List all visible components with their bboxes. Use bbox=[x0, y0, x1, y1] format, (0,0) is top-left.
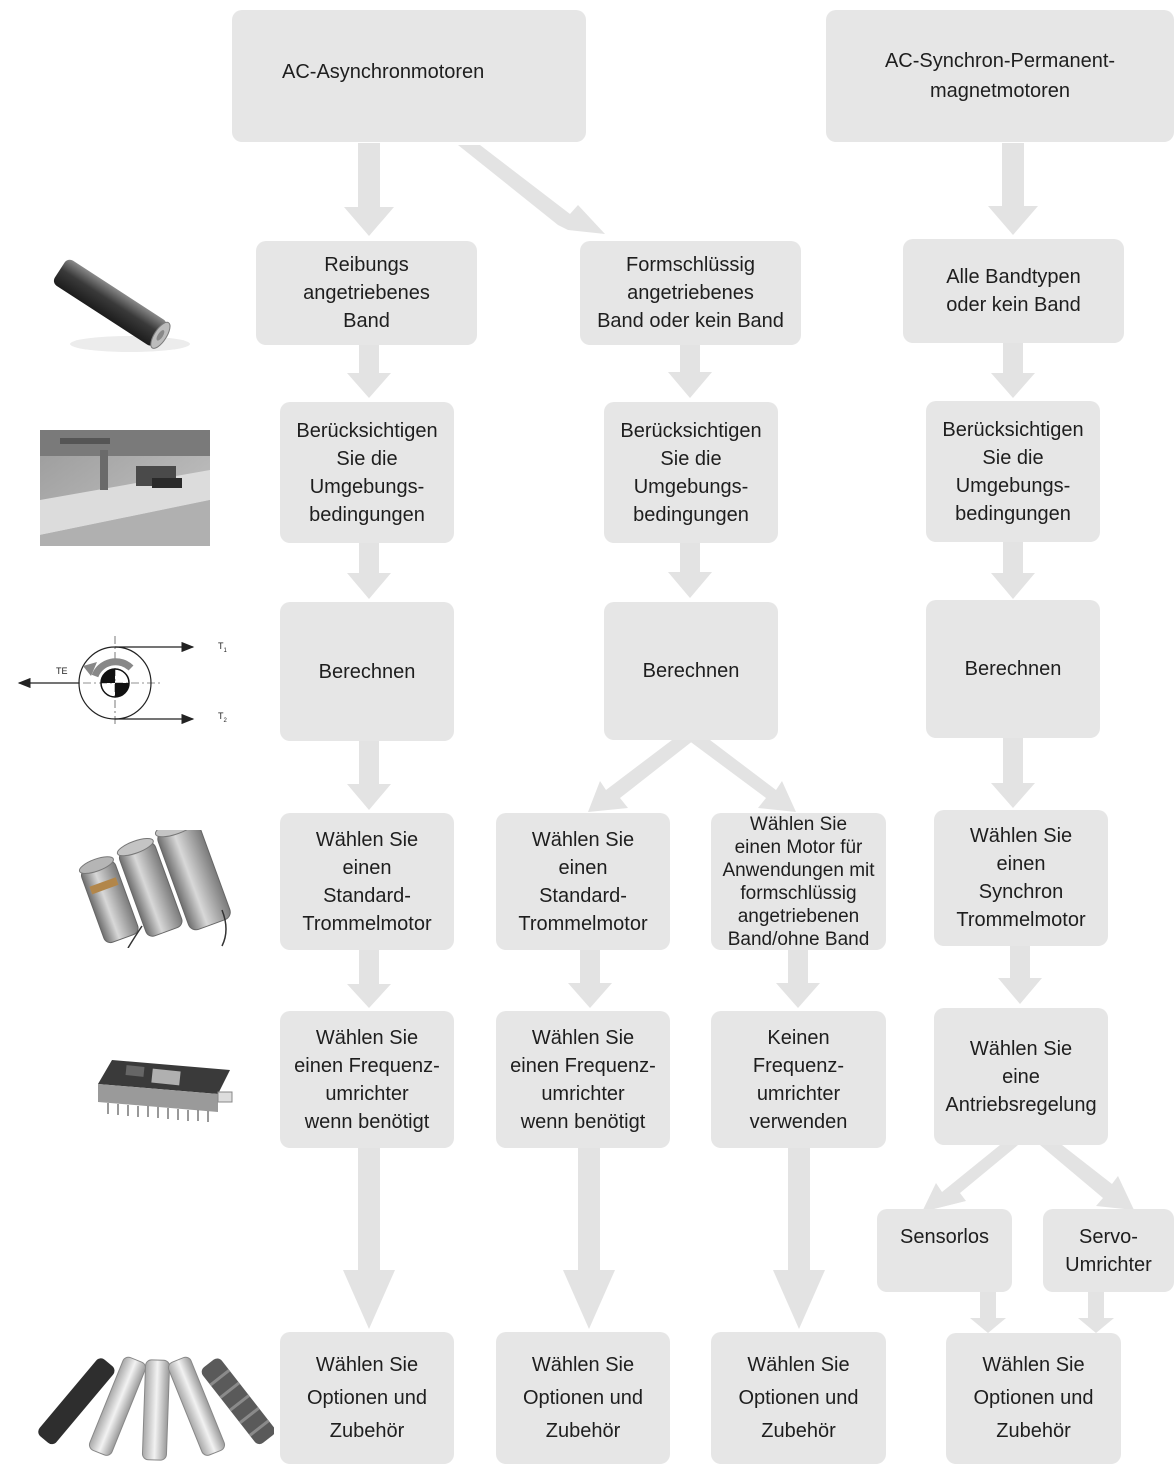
t1-label: T bbox=[218, 641, 224, 651]
environment-label-3: Berücksichtigen Sie die Umgebungs- bedin… bbox=[942, 418, 1084, 525]
no-inverter-label: Keinen Frequenz- umrichter verwenden bbox=[749, 1026, 848, 1133]
arrow-calc-to-motor bbox=[347, 741, 391, 810]
arrow-calc-to-std-motor bbox=[588, 740, 694, 812]
sync-motor-box: Wählen Sie einen Synchron Trommelmotor bbox=[934, 810, 1108, 946]
drive-control-label: Wählen Sie eine Antriebsregelung bbox=[945, 1037, 1097, 1116]
drum-roller-photo bbox=[53, 259, 190, 352]
sync-motors-label: AC-Synchron-Permanent- magnetmotoren bbox=[884, 50, 1116, 102]
arrow-std-motor-to-inverter bbox=[568, 950, 612, 1008]
arrow-pos-motor-to-no-inverter bbox=[776, 950, 820, 1008]
sensorless-box: Sensorlos bbox=[877, 1209, 1012, 1292]
arrow-no-inverter-to-options bbox=[773, 1148, 825, 1329]
arrow-inverter-to-options bbox=[343, 1148, 395, 1329]
friction-belt-label: Reibungs angetriebenes Band bbox=[303, 254, 430, 332]
inverter-label-1: Wählen Sie einen Frequenz- umrichter wen… bbox=[294, 1026, 440, 1133]
sync-motors-box: AC-Synchron-Permanent- magnetmotoren bbox=[826, 10, 1174, 142]
svg-text:T2: T2 bbox=[218, 711, 228, 724]
options-label-4: Wählen Sie Optionen und Zubehör bbox=[973, 1354, 1094, 1442]
drum-motor-accessories-photo bbox=[38, 1356, 274, 1461]
inverter-box-1: Wählen Sie einen Frequenz- umrichter wen… bbox=[280, 1011, 454, 1148]
drive-control-box: Wählen Sie eine Antriebsregelung bbox=[934, 1008, 1108, 1145]
environment-box-3: Berücksichtigen Sie die Umgebungs- bedin… bbox=[926, 401, 1100, 542]
arrow-async-to-friction bbox=[344, 143, 394, 236]
options-label-1: Wählen Sie Optionen und Zubehör bbox=[306, 1353, 428, 1442]
arrow-servo-to-options bbox=[1078, 1292, 1114, 1333]
arrow-positive-to-env bbox=[668, 345, 712, 398]
standard-motor-label-1: Wählen Sie einen Standard- Trommelmotor bbox=[302, 828, 432, 935]
belt-tension-diagram: TE T1 T2 bbox=[17, 636, 228, 726]
inverter-label-2: Wählen Sie einen Frequenz- umrichter wen… bbox=[510, 1026, 656, 1133]
options-box-4: Wählen Sie Optionen und Zubehör bbox=[946, 1333, 1121, 1464]
frequency-inverter-photo bbox=[98, 1060, 233, 1122]
options-box-3: Wählen Sie Optionen und Zubehör bbox=[711, 1332, 886, 1464]
t2-label: T bbox=[218, 711, 224, 721]
arrow-sync-to-all-belts bbox=[988, 143, 1038, 235]
svg-text:T1: T1 bbox=[218, 641, 228, 654]
arrow-all-belts-to-env bbox=[991, 343, 1035, 398]
te-label: TE bbox=[56, 666, 68, 676]
servo-box: Servo- Umrichter bbox=[1043, 1209, 1174, 1292]
arrow-drive-to-sensorless bbox=[922, 1145, 1018, 1212]
sync-motor-label: Wählen Sie einen Synchron Trommelmotor bbox=[956, 825, 1086, 931]
arrow-env-to-calc bbox=[347, 543, 391, 599]
environment-label-1: Berücksichtigen Sie die Umgebungs- bedin… bbox=[296, 419, 438, 526]
calculate-label-3: Berechnen bbox=[964, 658, 1062, 680]
t2-subscript: 2 bbox=[224, 718, 228, 724]
t1-subscript: 1 bbox=[224, 648, 228, 654]
conveyor-environment-photo bbox=[40, 430, 210, 546]
arrow-inverter-to-options-2 bbox=[563, 1148, 615, 1329]
calculate-box-1: Berechnen bbox=[280, 602, 454, 741]
standard-motor-box-1: Wählen Sie einen Standard- Trommelmotor bbox=[280, 813, 454, 950]
options-label-2: Wählen Sie Optionen und Zubehör bbox=[522, 1353, 644, 1442]
calculate-label-1: Berechnen bbox=[318, 660, 416, 683]
positive-belt-label: Formschlüssig angetriebenes Band oder ke… bbox=[597, 254, 784, 332]
arrow-motor-to-inverter bbox=[347, 950, 391, 1008]
sensorless-label: Sensorlos bbox=[900, 1226, 989, 1248]
calculate-box-2: Berechnen bbox=[604, 602, 778, 740]
arrow-env-to-calc-3 bbox=[991, 542, 1035, 599]
positive-motor-label: Wählen Sie einen Motor für Anwendungen m… bbox=[722, 813, 875, 950]
positive-belt-box: Formschlüssig angetriebenes Band oder ke… bbox=[580, 241, 801, 345]
arrow-async-to-positive bbox=[458, 145, 605, 234]
async-motors-box: AC-Asynchronmotoren bbox=[232, 10, 586, 142]
arrow-drive-to-servo bbox=[1040, 1145, 1134, 1210]
arrow-calc-to-pos-motor bbox=[688, 740, 796, 812]
calculate-label-2: Berechnen bbox=[642, 660, 740, 682]
standard-motor-box-2: Wählen Sie einen Standard- Trommelmotor bbox=[496, 813, 670, 950]
arrow-sensorless-to-options bbox=[970, 1292, 1006, 1333]
options-box-2: Wählen Sie Optionen und Zubehör bbox=[496, 1332, 670, 1464]
standard-motor-label-2: Wählen Sie einen Standard- Trommelmotor bbox=[518, 828, 648, 935]
servo-label: Servo- Umrichter bbox=[1065, 1226, 1152, 1276]
all-belts-label: Alle Bandtypen oder kein Band bbox=[946, 266, 1081, 316]
environment-box-1: Berücksichtigen Sie die Umgebungs- bedin… bbox=[280, 402, 454, 543]
async-motors-label: AC-Asynchronmotoren bbox=[282, 61, 485, 83]
environment-label-2: Berücksichtigen Sie die Umgebungs- bedin… bbox=[620, 419, 762, 526]
arrow-sync-motor-to-drive bbox=[998, 946, 1042, 1004]
options-label-3: Wählen Sie Optionen und Zubehör bbox=[738, 1353, 859, 1442]
arrow-calc-to-sync-motor bbox=[991, 738, 1035, 808]
arrow-env-to-calc-2 bbox=[668, 543, 712, 598]
arrow-friction-to-env bbox=[347, 345, 391, 398]
friction-belt-box: Reibungs angetriebenes Band bbox=[256, 241, 477, 345]
environment-box-2: Berücksichtigen Sie die Umgebungs- bedin… bbox=[604, 402, 778, 543]
all-belts-box: Alle Bandtypen oder kein Band bbox=[903, 239, 1124, 343]
calculate-box-3: Berechnen bbox=[926, 600, 1100, 738]
options-box-1: Wählen Sie Optionen und Zubehör bbox=[280, 1332, 454, 1464]
inverter-box-2: Wählen Sie einen Frequenz- umrichter wen… bbox=[496, 1011, 670, 1148]
drum-motors-photo bbox=[78, 830, 231, 948]
positive-motor-box: Wählen Sie einen Motor für Anwendungen m… bbox=[711, 813, 886, 950]
no-inverter-box: Keinen Frequenz- umrichter verwenden bbox=[711, 1011, 886, 1148]
